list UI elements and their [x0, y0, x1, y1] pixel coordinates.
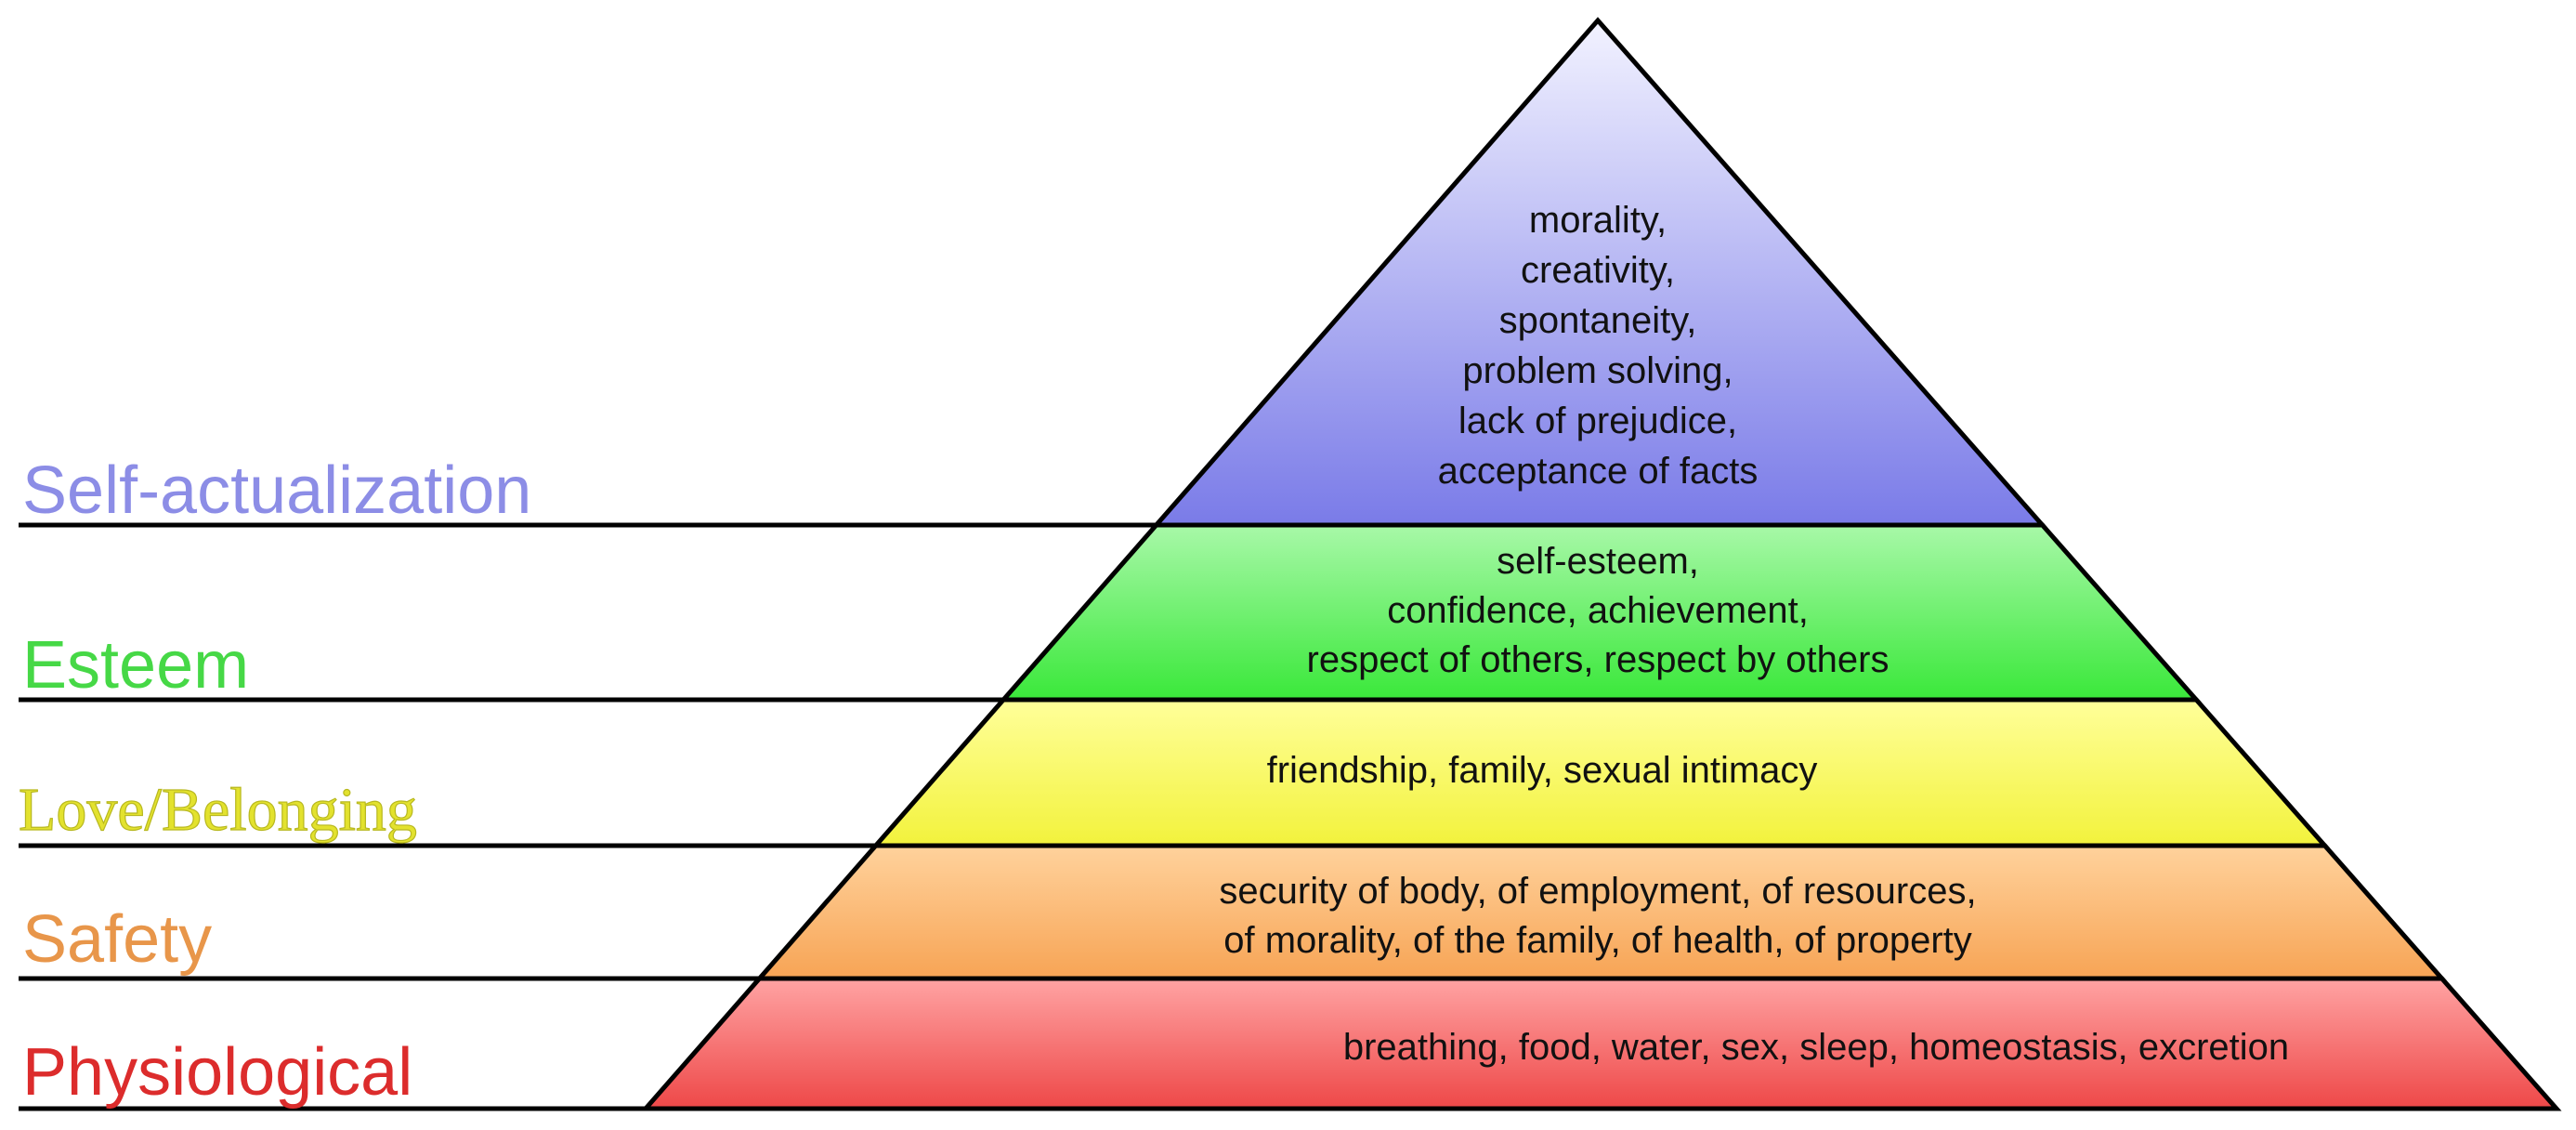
level-divider-lines: [19, 522, 1157, 1111]
tier-text-self-actualization: morality, creativity, spontaneity, problem …: [1438, 200, 1759, 492]
tier-text-line: confidence, achievement,: [1387, 590, 1809, 631]
level-label-self-actualization: Self-actualization: [22, 453, 531, 528]
level-label-safety: Safety: [22, 902, 212, 977]
tier-text-line: security of body, of employment, of reso…: [1219, 871, 1976, 912]
level-labels: Self-actualizationEsteemLove/BelongingSa…: [18, 453, 531, 1110]
level-label-love-belonging: Love/Belonging: [19, 776, 417, 844]
tier-text-line: lack of prejudice,: [1458, 401, 1737, 441]
tier-text-esteem: self-esteem, confidence, achievement, resp…: [1307, 541, 1890, 680]
pyramid: morality, creativity, spontaneity, problem …: [640, 17, 2562, 1111]
tier-text-line: creativity,: [1521, 250, 1675, 291]
level-label-physiological: Physiological: [22, 1035, 412, 1110]
tier-text-safety: security of body, of employment, of reso…: [1219, 871, 1976, 961]
tier-text-line: breathing, food, water, sex, sleep, home…: [1343, 1027, 2289, 1068]
tier-text-physiological: breathing, food, water, sex, sleep, home…: [1343, 1027, 2289, 1068]
tier-text-line: respect of others, respect by others: [1307, 639, 1890, 680]
level-label-esteem: Esteem: [22, 628, 249, 703]
tier-text-line: of morality, of the family, of health, o…: [1223, 920, 1972, 961]
tier-text-line: spontaneity,: [1499, 300, 1697, 341]
tier-text-line: self-esteem,: [1497, 541, 1699, 582]
pyramid-tier-physiological: [640, 976, 2562, 1111]
tier-text-line: problem solving,: [1462, 350, 1733, 391]
tier-text-love-belonging: friendship, family, sexual intimacy: [1267, 750, 1818, 791]
tier-text-line: morality,: [1529, 200, 1667, 241]
tier-text-line: acceptance of facts: [1438, 451, 1759, 492]
tier-text-line: friendship, family, sexual intimacy: [1267, 750, 1818, 791]
